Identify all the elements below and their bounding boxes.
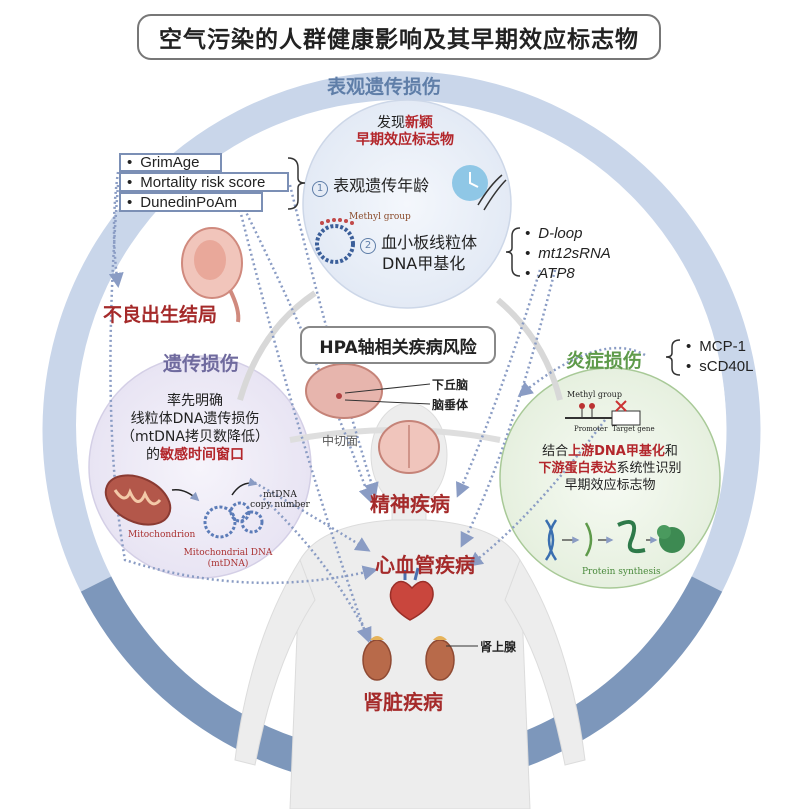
mitochondrion-label: Mitochondrion [128, 530, 196, 540]
target-gene-label: Target gene [612, 425, 655, 433]
protein-synthesis-diagram [544, 519, 685, 561]
inflammation-methyl-label: Methyl group [567, 390, 622, 399]
discover-label: 发现新颖 早期效应标志物 [356, 115, 454, 148]
clock-item-mortality: Mortality risk score [119, 172, 289, 192]
kidney-icon [362, 636, 455, 681]
page-title: 空气污染的人群健康影响及其早期效应标志物 [137, 14, 661, 60]
marker-mcp1: MCP-1 [686, 337, 753, 357]
mtdna-ring-icon [203, 501, 264, 539]
methyl-group-label: Methyl group [349, 212, 411, 222]
epigenetic-age-item: 1 表观遗传年龄 [312, 172, 429, 197]
cardiovascular-disease-label: 心血管疾病 [375, 553, 475, 577]
gene-atp8: ATP8 [525, 264, 611, 284]
brain-icon [378, 420, 440, 474]
midsagittal-label: 中切面 [322, 434, 359, 448]
methylated-dna-ring-icon [315, 218, 355, 264]
inflammation-markers: MCP-1 sCD40L [686, 337, 753, 377]
inflammation-heading: 炎症损伤 [566, 350, 643, 372]
marker-scd40l: sCD40L [686, 357, 753, 377]
pituitary-label: 脑垂体 [432, 398, 469, 412]
protein-synthesis-label: Protein synthesis [582, 567, 661, 577]
platelet-mtdna-item: 2 血小板线粒体 DNA甲基化 [360, 233, 477, 274]
gene-mt12srna: mt12sRNA [525, 244, 611, 264]
epigenetic-heading: 表观遗传损伤 [327, 76, 442, 98]
brain-sagittal-icon [305, 363, 383, 419]
heart-icon [389, 567, 434, 621]
adrenal-label: 肾上腺 [480, 640, 517, 654]
promoter-label: Promoter [574, 425, 608, 433]
kidney-disease-label: 肾脏疾病 [363, 690, 443, 714]
clock-icon [452, 165, 488, 201]
gene-promoter-diagram [565, 400, 641, 426]
genetic-heading: 遗传损伤 [163, 353, 240, 375]
hpa-axis-box: HPA轴相关疾病风险 [300, 326, 496, 364]
mtdna-label: Mitochondrial DNA(mtDNA) [183, 548, 273, 569]
genetic-description: 率先明确 线粒体DNA遗传损伤 （mtDNA拷贝数降低） 的敏感时间窗口 [121, 393, 269, 463]
clock-item-dunedinpoam: DunedinPoAm [119, 192, 263, 212]
mitochondrion-icon [104, 474, 172, 526]
clock-item-grimage: GrimAge [119, 153, 222, 172]
gene-dloop: D-loop [525, 224, 611, 244]
brace [287, 157, 306, 210]
dna-helix-icon [477, 174, 507, 211]
inflammation-description: 结合上游DNA甲基化和 下游蛋白表达系统性识别 早期效应标志物 [538, 444, 682, 493]
birth-outcome-label: 不良出生结局 [103, 304, 218, 326]
mtdna-gene-list: D-loop mt12sRNA ATP8 [525, 224, 611, 284]
hypothalamus-label: 下丘脑 [432, 378, 469, 392]
fetus-icon [181, 227, 243, 323]
mental-disease-label: 精神疾病 [370, 492, 450, 516]
